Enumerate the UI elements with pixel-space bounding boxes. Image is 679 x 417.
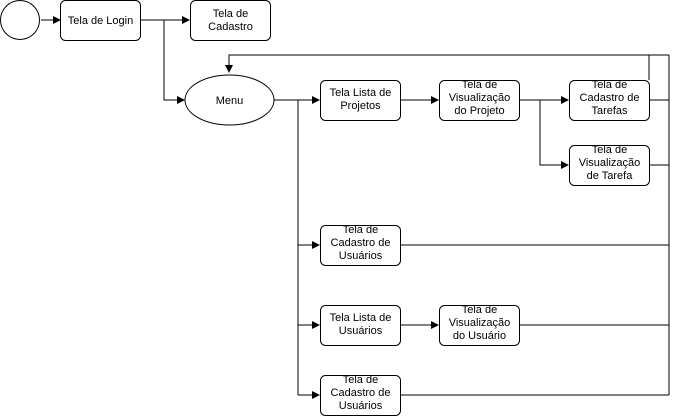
node-label: Visualização <box>449 92 511 104</box>
node-menu: Menu <box>184 74 275 126</box>
node-label: do Projeto <box>454 105 504 117</box>
node-label: Cadastro de <box>331 387 391 399</box>
node-lista-projetos: Tela Lista de Projetos <box>320 80 401 121</box>
node-label: de Tarefa <box>587 170 634 182</box>
node-label: Tela de Login <box>68 15 133 27</box>
node-lista-usuarios: Tela Lista de Usuários <box>320 305 401 346</box>
node-label: Tela Lista de <box>330 312 392 324</box>
node-label: Visualização <box>449 317 511 329</box>
node-label: Tela de <box>343 224 378 236</box>
node-tela-login: Tela de Login <box>60 0 141 41</box>
node-visualizacao-tarefa: Tela de Visualização de Tarefa <box>569 144 650 186</box>
node-label: Usuários <box>339 250 383 262</box>
start-node <box>0 0 40 40</box>
node-label: Tela de <box>462 79 497 91</box>
edges <box>41 16 670 399</box>
node-tela-cadastro: Tela de Cadastro <box>190 0 271 41</box>
node-label: Tela de <box>213 8 248 20</box>
node-label: Menu <box>216 95 244 107</box>
node-label: Cadastro de <box>331 237 391 249</box>
node-cadastro-tarefas: Tela de Cadastro de Tarefas <box>569 79 650 121</box>
node-label: Usuários <box>339 400 383 412</box>
node-label: Tela de <box>462 304 497 316</box>
node-label: Projetos <box>340 100 381 112</box>
node-label: Tela de <box>343 374 378 386</box>
node-label: Tela Lista de <box>330 87 392 99</box>
node-label: Visualização <box>579 157 641 169</box>
node-cadastro-usuarios-2: Tela de Cadastro de Usuários <box>320 374 401 416</box>
node-label: Tela de <box>592 79 627 91</box>
node-label: Tarefas <box>591 105 628 117</box>
node-label: Cadastro de <box>580 92 640 104</box>
node-label: do Usuário <box>453 330 506 342</box>
node-label: Tela de <box>592 144 627 156</box>
node-visualizacao-usuario: Tela de Visualização do Usuário <box>439 304 520 346</box>
node-label: Cadastro <box>208 21 253 33</box>
node-cadastro-usuarios-1: Tela de Cadastro de Usuários <box>320 224 401 266</box>
node-visualizacao-projeto: Tela de Visualização do Projeto <box>439 79 520 121</box>
node-label: Usuários <box>339 325 383 337</box>
